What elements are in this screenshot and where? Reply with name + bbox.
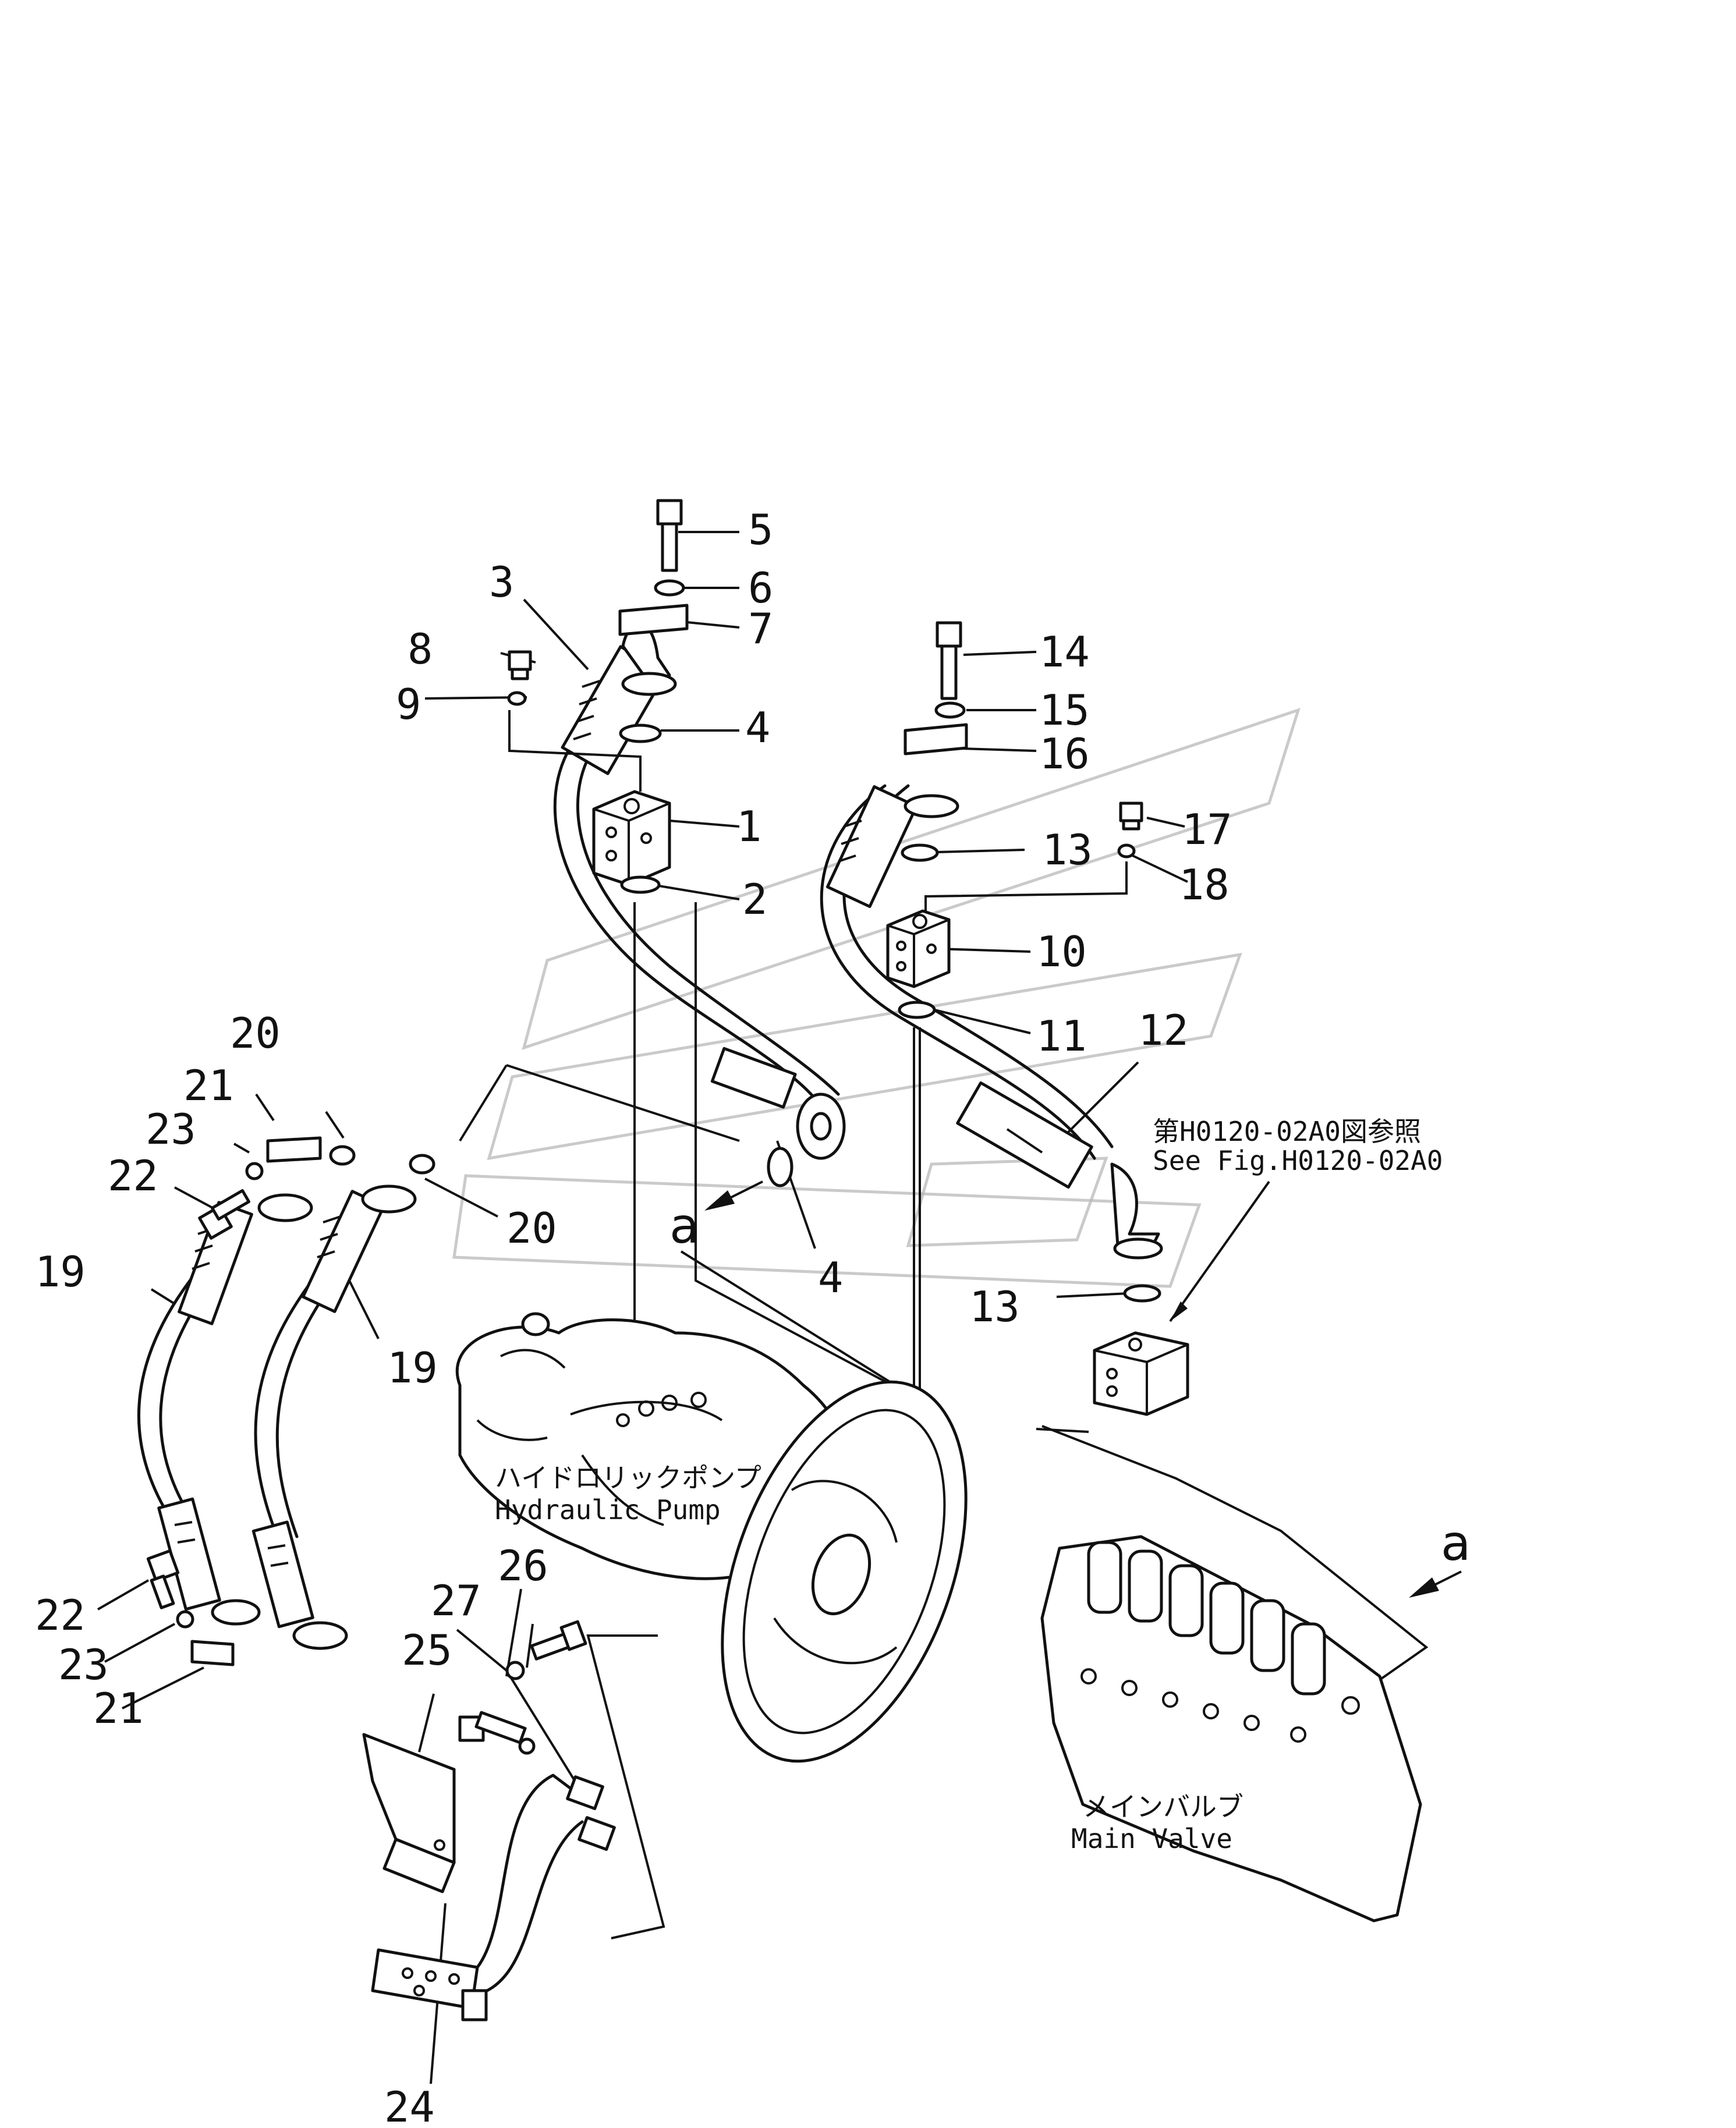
part-label: 3 [489, 558, 514, 607]
part-label: 23 [146, 1105, 196, 1154]
hose-19-flange-b [361, 1184, 417, 1214]
o-ring-13 [901, 843, 939, 862]
clamp-21-b [190, 1640, 235, 1666]
part-label: 24 [384, 2083, 435, 2128]
part-label: 13 [1042, 825, 1093, 874]
hose-19-left [137, 1201, 253, 1611]
part-label: 15 [1039, 686, 1090, 735]
washer-27 [505, 1661, 525, 1680]
o-ring-20-b [409, 1154, 435, 1175]
bracket-25 [362, 1733, 456, 1893]
part-label: 12 [1138, 1006, 1189, 1055]
hose-12 [820, 784, 1163, 1260]
part-label: 16 [1039, 729, 1090, 778]
component-labels: ハイドロリックポンプ Hydraulic Pump メインバルブ Main Va… [495, 1116, 1471, 1854]
part-label: 7 [748, 604, 773, 653]
main-valve-label-en: Main Valve [1071, 1823, 1232, 1854]
bolt-26 [530, 1620, 587, 1661]
part-label: 23 [58, 1640, 109, 1689]
part-label: 20 [506, 1204, 557, 1253]
o-ring-4-lower [767, 1147, 793, 1187]
plug-17 [1119, 801, 1143, 831]
hydraulic-pump-label-jp: ハイドロリックポンプ [495, 1462, 761, 1494]
o-ring-2 [620, 875, 661, 894]
leader-lines [97, 531, 1462, 2084]
washer-6 [654, 579, 685, 597]
part-label: 4 [818, 1253, 843, 1302]
part-label: 6 [748, 563, 773, 612]
part-label: 17 [1182, 805, 1232, 854]
flange-block-1 [592, 790, 671, 886]
long-bolt [458, 1711, 536, 1755]
part-label: 25 [402, 1626, 452, 1675]
o-ring-18 [1117, 843, 1136, 859]
view-marker-a-valve: a [1441, 1515, 1471, 1572]
part-label: 1 [736, 802, 761, 851]
plug-8 [508, 650, 532, 680]
bracket-24 [371, 1774, 616, 2021]
part-label: 19 [35, 1247, 86, 1296]
part-label: 20 [230, 1009, 281, 1058]
o-ring-13-lower [1123, 1284, 1161, 1303]
part-label: 21 [183, 1061, 234, 1110]
part-label: 2 [742, 875, 767, 924]
hose-19-flange-c [211, 1599, 261, 1626]
hose-19-flange-d [292, 1621, 348, 1650]
bolt-22-b [146, 1549, 180, 1609]
view-a-connection-line [1041, 1425, 1429, 1689]
part-label: 22 [35, 1591, 86, 1640]
clamp-16 [904, 723, 968, 756]
washer-15 [934, 701, 966, 719]
part-label: 21 [93, 1684, 144, 1733]
part-label: 22 [108, 1151, 158, 1200]
hose-19-flange-a [257, 1193, 313, 1222]
clamp-7 [618, 604, 689, 636]
part-label: 10 [1036, 927, 1087, 976]
part-label: 26 [498, 1541, 548, 1590]
washer-23-a [245, 1162, 264, 1180]
part-labels: 1 2 3 4 4 5 6 7 8 9 10 11 12 13 13 14 15… [35, 505, 1232, 2128]
part-label: 11 [1036, 1012, 1087, 1061]
o-ring-20-a [329, 1145, 356, 1166]
main-valve [1040, 1535, 1422, 1923]
hydraulic-pump [455, 1312, 968, 1763]
bolt-5 [656, 499, 683, 572]
reference-note-jp: 第H0120-02A0図参照 [1153, 1116, 1421, 1147]
part-label: 18 [1179, 860, 1230, 909]
hose-19-right [251, 1190, 385, 1629]
o-ring-4 [619, 723, 662, 743]
reference-note-en: See Fig.H0120-02A0 [1153, 1145, 1443, 1176]
part-label: 8 [408, 625, 433, 673]
valve-flange-block [1093, 1331, 1189, 1416]
main-valve-label-jp: メインバルブ [1083, 1791, 1243, 1822]
pump-outlet-fitting [710, 1047, 846, 1160]
clamp-21-a [266, 1136, 322, 1163]
view-marker-a-pump: a [669, 1197, 699, 1254]
part-label: 14 [1039, 627, 1090, 676]
hydraulic-pump-label-en: Hydraulic Pump [495, 1494, 721, 1526]
part-label: 13 [969, 1282, 1020, 1331]
part-label: 9 [396, 680, 421, 729]
part-label: 5 [748, 505, 773, 554]
bolt-22-a [198, 1189, 250, 1240]
bolt-14 [936, 621, 962, 700]
hose-3 [553, 622, 840, 1108]
part-label: 19 [387, 1343, 438, 1392]
flange-block-10 [886, 909, 951, 988]
o-ring-9 [507, 691, 527, 706]
o-ring-11 [898, 1001, 936, 1019]
washer-23-b [176, 1610, 194, 1629]
part-label: 27 [431, 1576, 481, 1625]
part-label: 4 [745, 703, 770, 752]
